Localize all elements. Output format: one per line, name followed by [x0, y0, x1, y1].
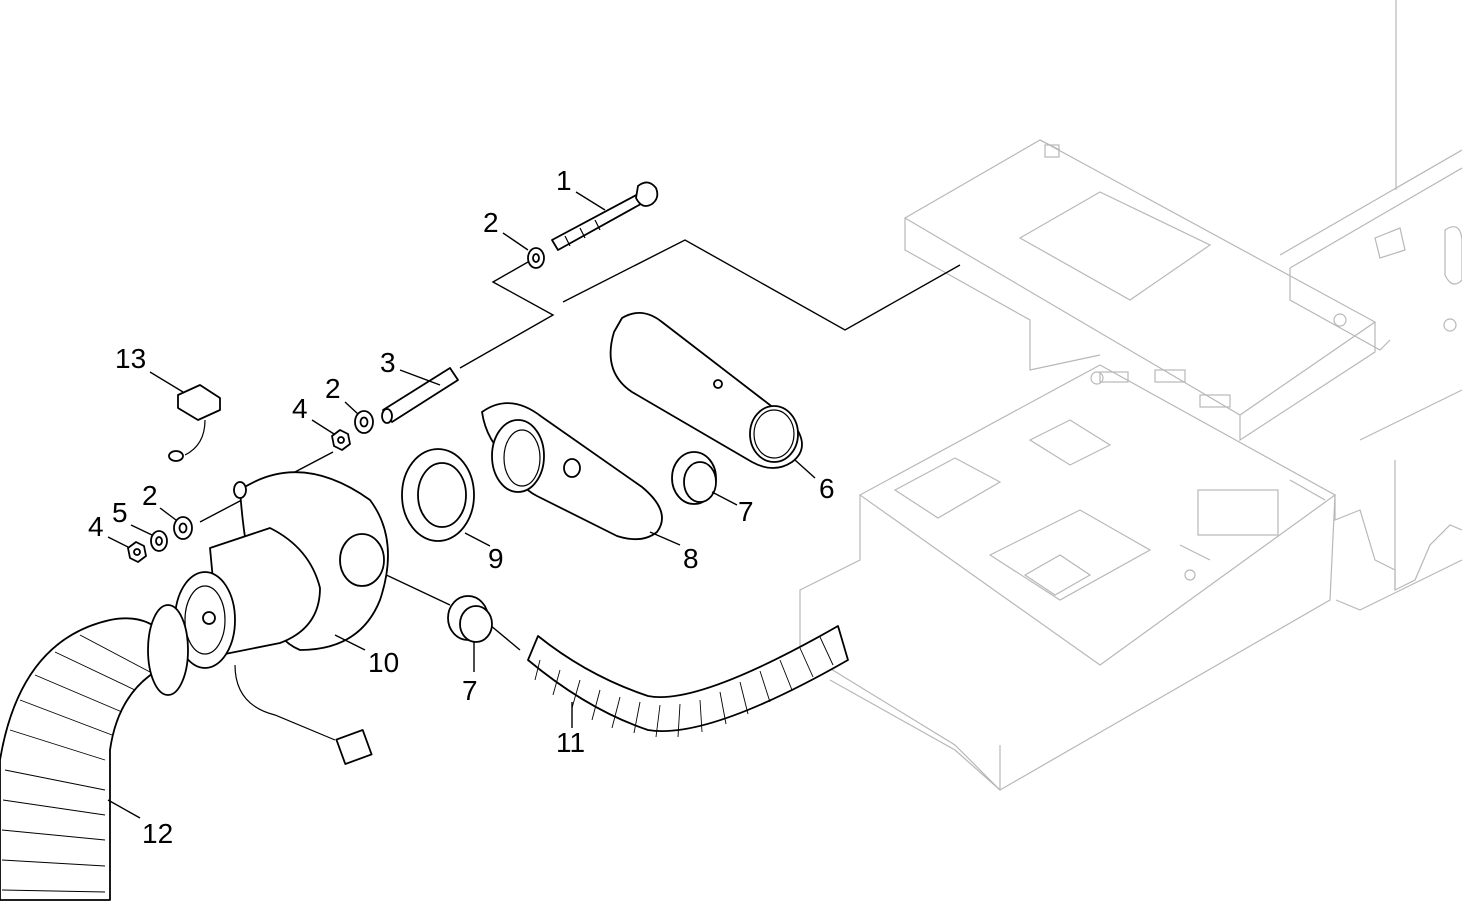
connector-part-13 [168, 384, 221, 462]
callout-8: 8 [683, 543, 699, 574]
callout-6: 6 [819, 473, 835, 504]
callout-11: 11 [556, 727, 585, 758]
callout-10: 10 [368, 647, 399, 678]
callout-9: 9 [488, 543, 504, 574]
callout-4-upper: 4 [292, 393, 308, 424]
cover-plate-part-6 [609, 312, 803, 469]
grommet-part-7-lower [447, 595, 493, 643]
callout-2-lower: 2 [142, 480, 158, 511]
callout-7-lower: 7 [462, 675, 478, 706]
grommet-part-7-upper [671, 451, 717, 505]
callout-4-lower: 4 [88, 511, 104, 542]
callout-13: 13 [115, 343, 146, 374]
lock-washer-part-5 [150, 530, 168, 552]
flex-hose-part-11 [527, 625, 849, 738]
callout-1: 1 [556, 165, 572, 196]
bracket-part-8 [481, 402, 663, 541]
callout-12: 12 [142, 818, 173, 849]
machine-frame-background [799, 0, 1462, 791]
washer-part-2-top [527, 247, 545, 269]
callout-7-upper: 7 [738, 496, 754, 527]
callout-3: 3 [380, 347, 396, 378]
callout-2-middle: 2 [325, 373, 341, 404]
bolt-part-1 [551, 181, 659, 251]
callout-group: 1 2 3 2 4 13 2 5 4 6 7 8 9 10 7 11 12 [88, 165, 835, 849]
washer-part-2-lower [173, 516, 193, 540]
callout-5: 5 [112, 497, 128, 528]
blower-motor-part-10 [174, 471, 389, 765]
gasket-part-9 [401, 448, 475, 542]
pin-part-3 [381, 367, 459, 424]
washer-part-2-middle [354, 410, 374, 434]
nut-part-4-lower [127, 541, 147, 563]
callout-2-top: 2 [483, 207, 499, 238]
flex-hose-part-12 [0, 604, 189, 901]
nut-part-4-upper [331, 429, 351, 451]
